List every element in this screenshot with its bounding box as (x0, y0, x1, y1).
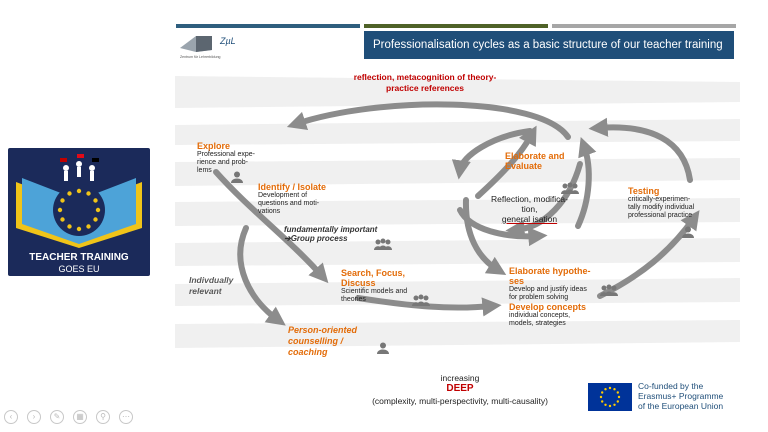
badge-line2: GOES EU (58, 264, 100, 274)
star-icon (86, 224, 91, 229)
eu-cofunded-text: Co-funded by the Erasmus+ Programme of t… (638, 381, 724, 411)
star-icon (93, 198, 98, 203)
more-options-button[interactable]: ⋯ (119, 410, 133, 424)
node-explore: Explore Professional expe- rience and pr… (197, 141, 255, 175)
star-icon (617, 395, 621, 399)
eu-flag (588, 383, 632, 411)
node-testing: Testing critically-experimen- tally modi… (628, 186, 694, 220)
fundamental-text: fundamentally important (284, 225, 378, 234)
node-reflection: Reflection, modifica- tion, general isat… (482, 194, 577, 224)
node-person-oriented: Person-oriented counselling / coaching (288, 325, 358, 357)
individually-relevant: Indivdually relevant (189, 275, 234, 296)
identify-title: Identify / Isolate (258, 182, 327, 192)
star-icon (60, 198, 65, 203)
person-icon (682, 226, 694, 238)
identify-desc: Development of questions and moti- vatio… (258, 192, 320, 215)
node-hypotheses: Elaborate hypothe- ses Develop and justi… (509, 266, 591, 328)
reflection-underlined: general isation (501, 214, 558, 224)
star-icon (95, 207, 101, 213)
star-icon (86, 191, 91, 196)
top-bar-gray (552, 24, 736, 28)
footer-deep: DEEP (446, 383, 474, 394)
slide-title: Professionalisation cycles as a basic st… (364, 31, 734, 59)
badge-line1: TEACHER TRAINING (29, 252, 129, 263)
zfl-logo-text: ZµL (220, 36, 236, 46)
search-title: Search, Focus, Discuss (341, 268, 406, 288)
explore-desc: Professional expe- rience and prob- lems (197, 151, 255, 174)
slides-overview-button[interactable]: ▦ (73, 410, 87, 424)
pen-tool-button[interactable]: ✎ (50, 410, 64, 424)
star-icon (76, 188, 82, 194)
star-icon (608, 386, 612, 390)
testing-desc: critically-experimen- tally modify indiv… (628, 196, 695, 219)
star-icon (57, 207, 63, 213)
top-bar-blue (176, 24, 360, 28)
star-icon (616, 400, 619, 403)
testing-title: Testing (628, 186, 660, 196)
star-icon (76, 226, 82, 232)
node-search: Search, Focus, Discuss Scientific models… (341, 268, 407, 304)
search-desc: Scientific models and theories (341, 288, 408, 303)
star-icon (601, 400, 604, 403)
footer-increasing: increasing (440, 373, 480, 383)
group-icon (374, 238, 392, 250)
star-icon (67, 191, 72, 196)
star-icon (608, 404, 612, 408)
top-label: reflection, metacognition of theory- pra… (353, 72, 497, 93)
explore-title: Explore (197, 141, 231, 151)
node-elaborate-evaluate: Elaborate and Evaluate (505, 151, 565, 171)
next-slide-button[interactable]: › (27, 410, 41, 424)
prev-slide-button[interactable]: ‹ (4, 410, 18, 424)
person-icon (231, 171, 243, 183)
group-process-text: ➔Group process (284, 234, 348, 243)
teacher-training-badge: TEACHER TRAINING GOES EU (8, 148, 150, 276)
star-icon (93, 217, 98, 222)
star-icon (60, 217, 65, 222)
fundamental-note: fundamentally important ➔Group process (284, 225, 377, 243)
zoom-button[interactable]: ⚲ (96, 410, 110, 424)
reflection-text: Reflection, modifica- tion, (490, 194, 568, 214)
group-icon (600, 284, 618, 296)
zfl-logo: ZµL Zentrum für Lehrerbildung (176, 30, 246, 60)
group-icon (561, 182, 579, 194)
star-icon (604, 403, 607, 406)
hypotheses-title: Elaborate hypothe- ses (509, 266, 591, 286)
footer-paren: (complexity, multi-perspectivity, multi-… (372, 396, 548, 406)
concepts-desc: individual concepts, models, strategies (509, 312, 571, 327)
star-icon (601, 391, 604, 394)
hypotheses-desc: Develop and justify ideas for problem so… (509, 286, 587, 301)
zfl-logo-subtext: Zentrum für Lehrerbildung (180, 55, 221, 59)
star-icon (616, 391, 619, 394)
person-icon (377, 342, 389, 354)
group-icon (412, 294, 430, 306)
node-identify: Identify / Isolate Development of questi… (258, 182, 326, 216)
concepts-title: Develop concepts (509, 302, 587, 312)
star-icon (613, 388, 616, 391)
star-icon (67, 224, 72, 229)
star-icon (604, 388, 607, 391)
top-bar-green (364, 24, 548, 28)
star-icon (599, 395, 603, 399)
star-icon (613, 403, 616, 406)
